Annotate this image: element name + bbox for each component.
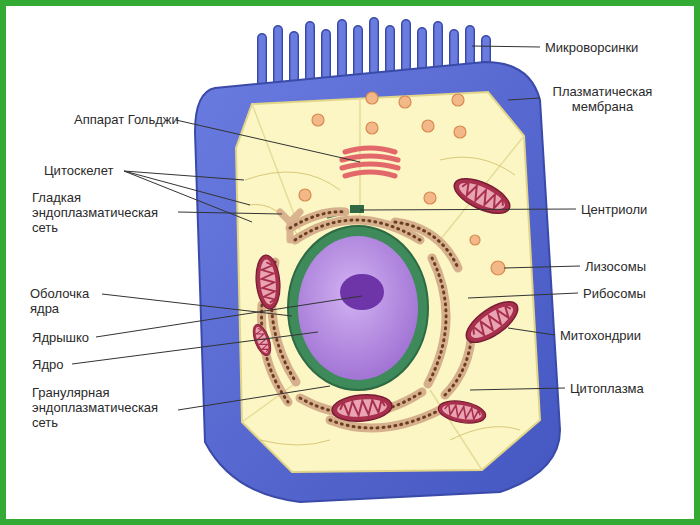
part-label: Рибосомы bbox=[583, 286, 646, 301]
part-label: Оболочка ядра bbox=[30, 286, 100, 316]
part-label: Микроворсинки bbox=[545, 40, 638, 55]
part-label: Аппарат Гольджи bbox=[74, 112, 179, 127]
part-label: Лизосомы bbox=[585, 259, 646, 274]
part-label: Митохондрии bbox=[560, 328, 641, 343]
part-label: Гладкая эндоплазматическая сеть bbox=[32, 190, 177, 235]
part-label: Ядро bbox=[32, 357, 63, 372]
part-label: Цитоскелет bbox=[44, 163, 113, 178]
part-label: Ядрышко bbox=[32, 330, 89, 345]
part-label: Плазматическая мембрана bbox=[545, 84, 660, 114]
part-label: Центриоли bbox=[581, 202, 647, 217]
leader-lines bbox=[72, 46, 580, 410]
part-label: Цитоплазма bbox=[570, 381, 644, 396]
part-label: Гранулярная эндоплазматическая сеть bbox=[32, 385, 177, 430]
